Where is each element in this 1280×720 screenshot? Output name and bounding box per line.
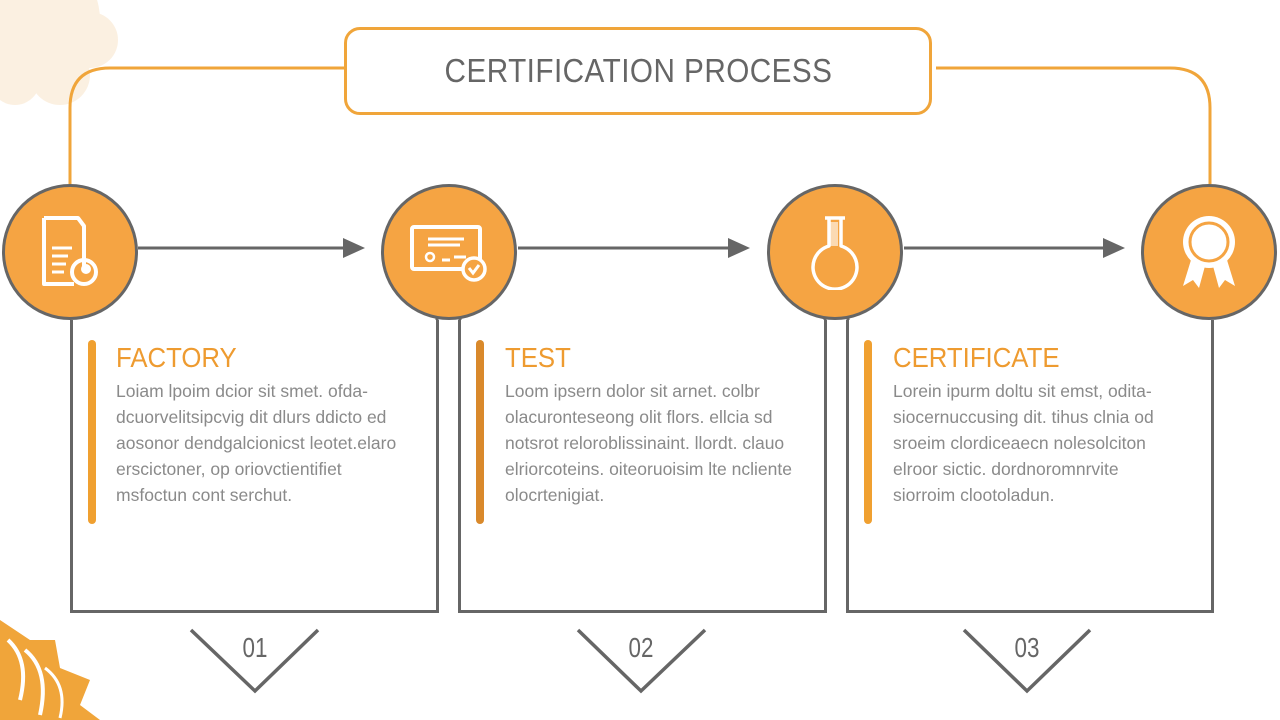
step-box-1 <box>70 320 439 613</box>
step-description-1: Loiam lpoim dcior sit smet. ofda-dcuorve… <box>116 381 397 505</box>
step-circle-1 <box>2 184 138 320</box>
step-heading-certificate: CERTIFICATE <box>893 342 1060 373</box>
accent-bar-2 <box>476 340 484 524</box>
flask-icon <box>811 216 859 290</box>
step-circle-2 <box>381 184 517 320</box>
step-description-2: Loom ipsern dolor sit arnet. colbr olacu… <box>505 381 792 505</box>
title-box: CERTIFICATION PROCESS <box>344 27 932 115</box>
step-box-3 <box>846 320 1214 613</box>
step-circle-3 <box>767 184 903 320</box>
award-ribbon-icon <box>1183 216 1235 288</box>
decorative-flower-top-left <box>0 0 118 105</box>
page-title: CERTIFICATION PROCESS <box>444 52 832 89</box>
decorative-medallion-bottom-left <box>0 620 100 720</box>
step-number-1: 01 <box>242 632 268 663</box>
accent-bar-3 <box>864 340 872 524</box>
step-box-2 <box>458 320 827 613</box>
certificate-card-icon <box>410 225 487 282</box>
step-heading-test: TEST <box>505 342 571 373</box>
step-number-2: 02 <box>628 632 654 663</box>
accent-bar-1 <box>88 340 96 524</box>
document-check-icon <box>42 216 98 286</box>
step-circle-4 <box>1141 184 1277 320</box>
step-number-3: 03 <box>1014 632 1040 663</box>
step-description-3: Lorein ipurm doltu sit emst, odita-sioce… <box>893 381 1154 505</box>
step-heading-factory: FACTORY <box>116 342 237 373</box>
